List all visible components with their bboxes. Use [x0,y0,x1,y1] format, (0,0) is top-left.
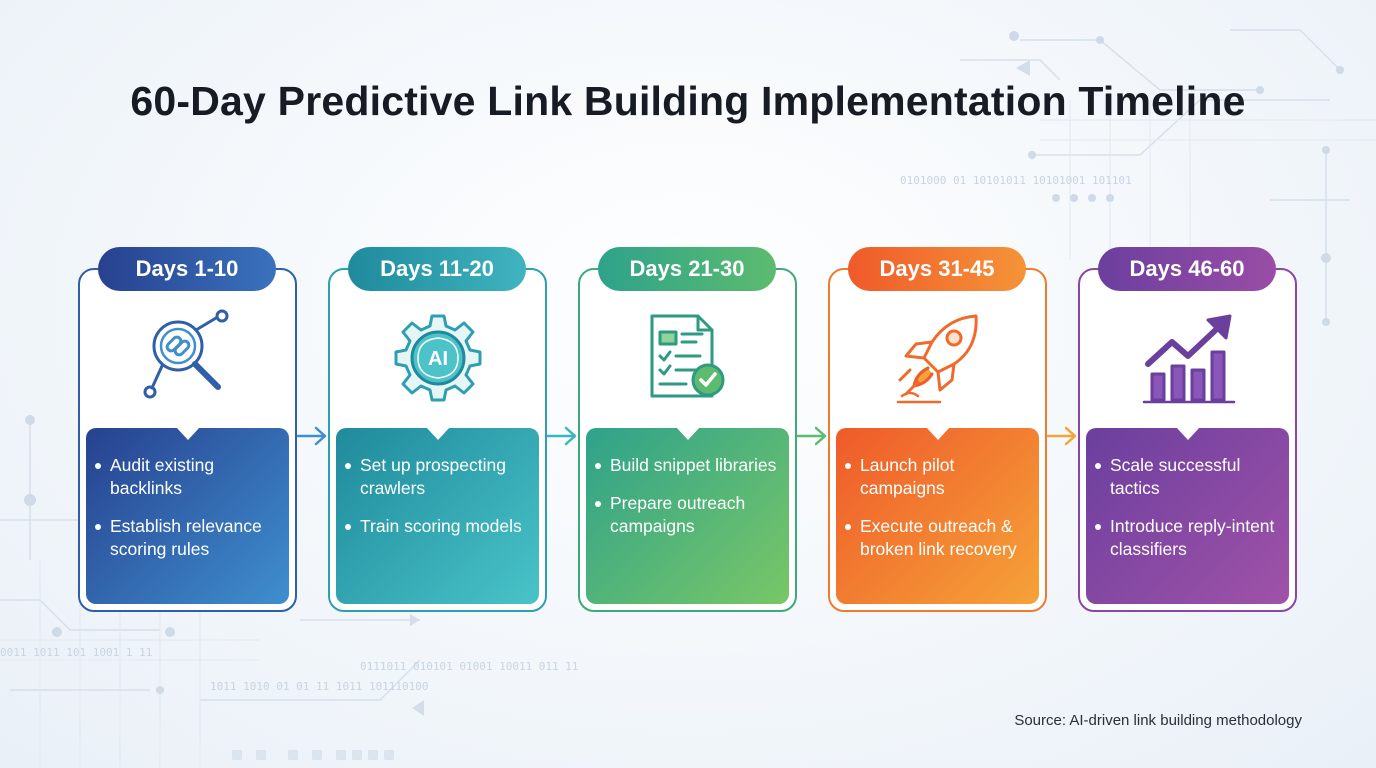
source-note: Source: AI-driven link building methodol… [1014,712,1302,729]
background-binary-text: 0101000 01 10101011 10101001 101101 [900,174,1132,187]
phase-panel-days-31-45: Launch pilot campaigns Execute outreach … [836,427,1039,604]
page-title: 60-Day Predictive Link Building Implemen… [130,78,1246,124]
phase-label-days-31-45: Days 31-45 [848,247,1026,291]
task-item: Execute outreach & broken link recovery [844,515,1029,561]
task-item: Prepare outreach campaigns [594,492,779,538]
phase-panel-days-21-30: Build snippet libraries Prepare outreach… [586,427,789,604]
arrow-right-icon [1046,426,1077,446]
ai-gear-icon: AI [388,308,488,408]
phase-panel-days-46-60: Scale successful tactics Introduce reply… [1086,427,1289,604]
phase-panel-days-11-20: Set up prospecting crawlers Train scorin… [336,427,539,604]
phase-label-days-1-10: Days 1-10 [98,247,276,291]
task-item: Introduce reply-intent classifiers [1094,515,1279,561]
task-item: Scale successful tactics [1094,454,1279,500]
task-item: Launch pilot campaigns [844,454,1029,500]
background-binary-text: 0111011 010101 01001 10011 011 11 [360,660,579,673]
task-list: Launch pilot campaigns Execute outreach … [844,454,1029,561]
task-item: Set up prospecting crawlers [344,454,529,500]
arrow-right-icon [546,426,577,446]
task-list: Set up prospecting crawlers Train scorin… [344,454,529,538]
background-binary-text: 1011 1010 01 01 11 1011 101110100 [210,680,429,693]
phase-panel-days-1-10: Audit existing backlinks Establish relev… [86,427,289,604]
phase-label-days-21-30: Days 21-30 [598,247,776,291]
task-list: Scale successful tactics Introduce reply… [1094,454,1279,561]
growth-chart-icon [1138,308,1238,408]
arrow-right-icon [796,426,827,446]
task-item: Audit existing backlinks [94,454,279,500]
task-list: Build snippet libraries Prepare outreach… [594,454,779,538]
task-list: Audit existing backlinks Establish relev… [94,454,279,561]
phase-label-days-11-20: Days 11-20 [348,247,526,291]
arrow-right-icon [296,426,327,446]
document-check-icon [638,308,738,408]
link-search-icon [138,308,238,408]
background-binary-text: 0011 1011 101 1001 1 11 [0,646,152,659]
rocket-icon [888,308,988,408]
task-item: Build snippet libraries [594,454,779,477]
svg-text:AI: AI [428,348,448,370]
phase-label-days-46-60: Days 46-60 [1098,247,1276,291]
task-item: Establish relevance scoring rules [94,515,279,561]
task-item: Train scoring models [344,515,529,538]
